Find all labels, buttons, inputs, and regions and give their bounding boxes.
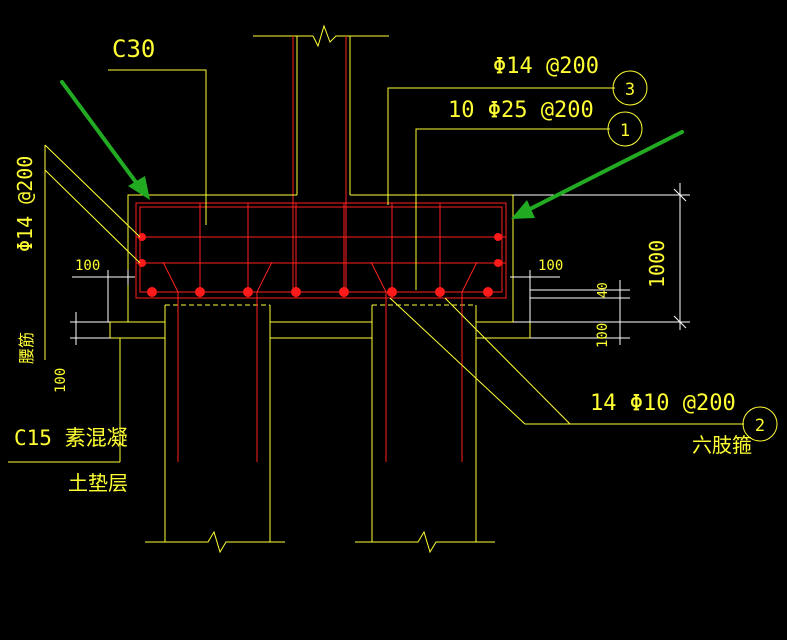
cushion-concrete-label: C15 素混凝 [14, 426, 128, 450]
piles [145, 304, 495, 554]
dim-100-bottom: 100 [595, 323, 611, 348]
callout-2-text: 2 [755, 416, 765, 436]
dim-100-left: 100 [75, 258, 100, 274]
callout-1: 1 [607, 111, 643, 147]
callout-2: 2 [742, 406, 778, 442]
cap-outline [127, 194, 514, 323]
stirrup-spec-label: 14 Φ10 @200 [590, 391, 736, 416]
concrete-grade-label: C30 [112, 35, 155, 63]
column-outline [253, 24, 389, 195]
bottom-bar-spec-label: 10 Φ25 @200 [448, 98, 594, 123]
callout-3: 3 [612, 70, 648, 106]
dim-1000: 1000 [645, 240, 669, 288]
dim-100-cushion: 100 [53, 368, 69, 393]
side-note-label: 腰筋 [17, 332, 36, 364]
leader-lines [44, 69, 744, 425]
pile-rebars [162, 261, 478, 462]
dim-40: 40 [596, 282, 611, 298]
top-bar-spec-label: Φ14 @200 [493, 54, 599, 79]
dim-100-right: 100 [538, 258, 563, 274]
side-bar-spec-label: Φ14 @200 [13, 156, 37, 252]
pointer-arrow-right [511, 130, 684, 219]
dimension-lines [8, 183, 690, 463]
callout-3-text: 3 [625, 80, 635, 100]
rebar-dots [138, 233, 502, 297]
column-rebars [292, 36, 347, 292]
pointer-arrow-left [60, 80, 150, 200]
cushion-layer [109, 321, 531, 339]
cap-rebar-cage [135, 202, 507, 299]
callout-1-text: 1 [620, 121, 630, 141]
stirrup-type-label: 六肢箍 [692, 433, 752, 457]
cushion-layer-label: 土垫层 [68, 471, 128, 495]
